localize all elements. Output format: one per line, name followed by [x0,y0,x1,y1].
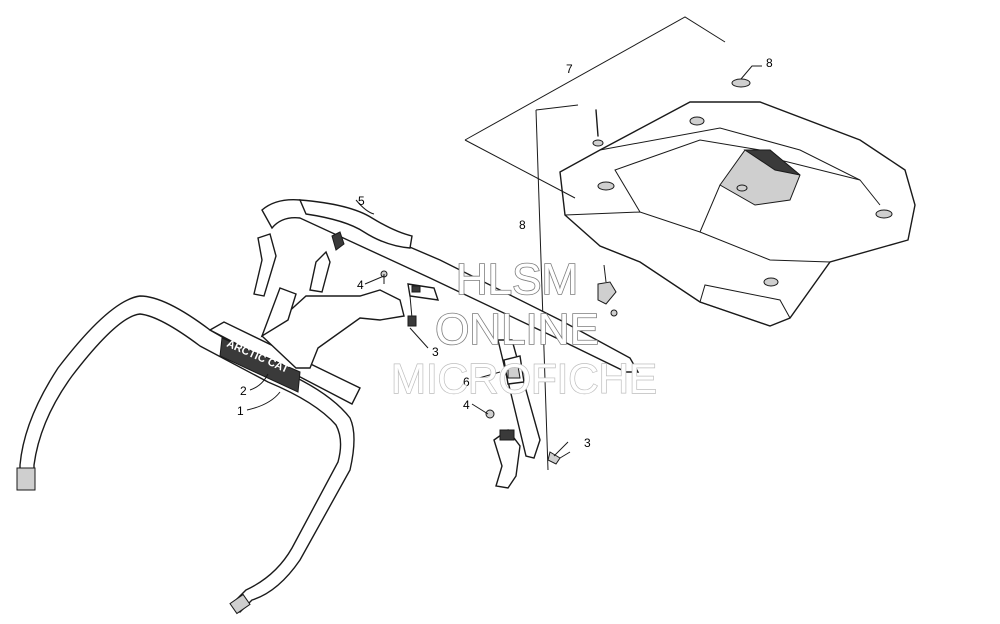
roof-panel [559,101,916,327]
callout-8-top: 8 [766,56,773,70]
callout-4-upper: 4 [357,278,364,292]
watermark-line-1: HLSM [456,255,578,304]
callout-labels: 1 2 3 3 4 4 5 6 7 8 8 [237,56,773,450]
front-roll-bar: ARCTIC CAT [16,287,405,615]
callout-3-lower: 3 [584,436,591,450]
plug-part [731,65,762,88]
callout-8-side: 8 [519,218,526,232]
screw-and-washer-stack [592,109,618,317]
callout-3-upper: 3 [432,345,439,359]
group-bracket-lines [464,16,726,471]
callout-7: 7 [566,62,573,76]
watermark-line-2: ONLINE [435,305,599,354]
watermark: HLSM ONLINE MICROFICHE [390,254,657,403]
callout-2: 2 [240,384,247,398]
watermark-line-3: MICROFICHE [391,355,657,402]
rear-roll-bar [253,199,640,489]
callout-4-lower: 4 [463,398,470,412]
callout-1: 1 [237,404,244,418]
callout-5: 5 [358,194,365,208]
callout-6: 6 [463,375,470,389]
callout-leaders [246,199,569,457]
